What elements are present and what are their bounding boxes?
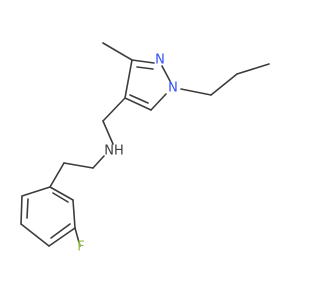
bond-ring-inner-2 [50, 223, 71, 239]
fluorine-label: F [77, 240, 84, 255]
bond-ch2-nh [102, 120, 114, 145]
bond-c4-ch2 [102, 97, 126, 122]
nitrogen-label: N [168, 81, 178, 96]
molecule-drawing: N N NH F [20, 42, 270, 255]
bond-c5-c4-inner [129, 94, 149, 104]
bond-c3-n2 [131, 59, 155, 64]
nitrogen-label: N [155, 53, 165, 68]
amine-label: NH [104, 144, 124, 159]
bond-ring-fluorine [74, 227, 81, 247]
bond-ring-inner-3 [26, 198, 29, 219]
bond-ring-6 [21, 186, 51, 197]
bond-ring-3 [48, 227, 76, 247]
bond-propyl1-propyl2 [210, 73, 238, 96]
bond-ring-inner-1 [52, 192, 69, 203]
structure-canvas: N N NH F [20, 42, 270, 255]
bond-nh-ch2 [92, 155, 105, 169]
bond-ring-1 [49, 186, 74, 201]
bond-c5-c4 [124, 97, 152, 111]
bond-c3-n2-inner [136, 66, 154, 70]
bond-n1-propyl1 [180, 88, 212, 96]
bond-ring-4 [20, 223, 50, 247]
bond-ring-2 [72, 199, 76, 229]
bond-ch2-phenyl [63, 162, 94, 169]
bond-n1-c5 [150, 93, 167, 111]
bond-ring-5 [20, 195, 23, 225]
bond-c4-c3 [124, 59, 133, 99]
bond-n2-n1 [161, 65, 171, 82]
bond-ch2-ring [49, 162, 65, 188]
bond-methyl [102, 42, 133, 61]
bond-propyl2-propyl3 [236, 63, 270, 75]
